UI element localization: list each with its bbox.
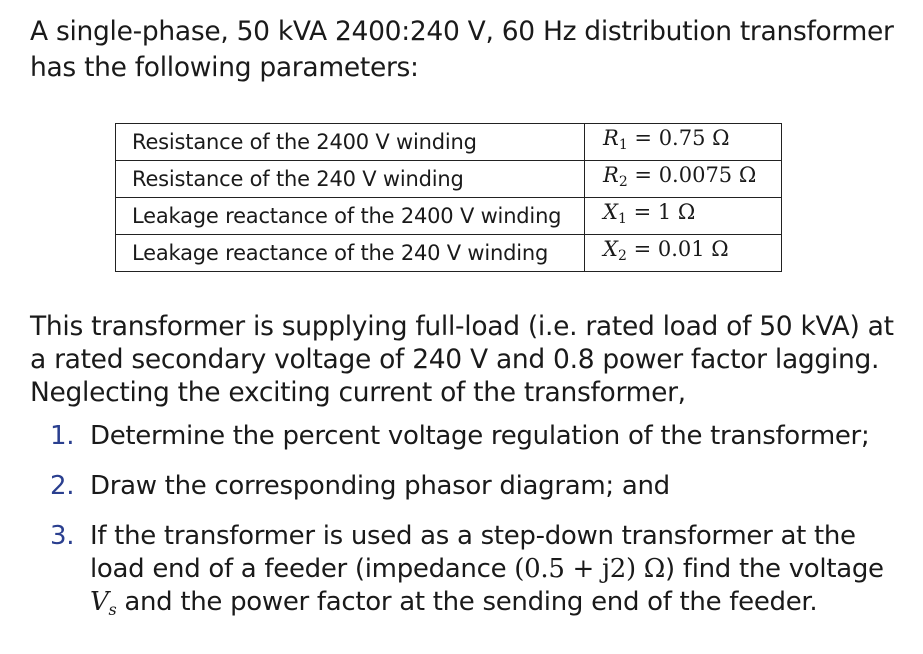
intro-line-2: has the following parameters: xyxy=(30,52,419,83)
item-number: 3. xyxy=(50,521,75,551)
parameter-value: R1 = 0.75 Ω xyxy=(584,123,782,161)
item-number: 2. xyxy=(50,471,75,501)
table-row: Leakage reactance of the 2400 V winding … xyxy=(115,197,782,235)
table-row: Resistance of the 240 V winding R2 = 0.0… xyxy=(115,160,782,198)
parameter-value: X1 = 1 Ω xyxy=(584,197,782,235)
item-text-end: and the power factor at the sending end … xyxy=(116,587,818,617)
list-item: 3. If the transformer is used as a step-… xyxy=(50,520,890,626)
parameter-description: Resistance of the 240 V winding xyxy=(115,160,585,198)
intro-line-1: A single-phase, 50 kVA 2400:240 V, 60 Hz… xyxy=(30,16,894,47)
problem-intro: A single-phase, 50 kVA 2400:240 V, 60 Hz… xyxy=(30,14,900,86)
list-item: 1. Determine the percent voltage regulat… xyxy=(50,420,890,453)
question-list: 1. Determine the percent voltage regulat… xyxy=(50,420,890,643)
table-row: Resistance of the 2400 V winding R1 = 0.… xyxy=(115,123,782,161)
parameter-value: R2 = 0.0075 Ω xyxy=(584,160,782,198)
parameter-description: Resistance of the 2400 V winding xyxy=(115,123,585,161)
item-text-middle: ) find the voltage xyxy=(665,554,884,584)
parameters-table: Resistance of the 2400 V winding R1 = 0.… xyxy=(115,123,782,272)
item-text: Draw the corresponding phasor diagram; a… xyxy=(90,471,670,501)
list-item: 2. Draw the corresponding phasor diagram… xyxy=(50,470,890,503)
table-row: Leakage reactance of the 240 V winding X… xyxy=(115,234,782,272)
item-number: 1. xyxy=(50,421,75,451)
feeder-impedance: (0.5 + j2) Ω xyxy=(514,554,666,584)
sending-voltage-symbol: Vs xyxy=(90,587,117,619)
item-text: If the transformer is used as a step-dow… xyxy=(90,521,856,584)
parameter-description: Leakage reactance of the 240 V winding xyxy=(115,234,585,272)
parameter-value: X2 = 0.01 Ω xyxy=(584,234,782,272)
problem-paragraph: This transformer is supplying full-load … xyxy=(30,310,894,408)
item-text: Determine the percent voltage regulation… xyxy=(90,421,870,451)
parameter-description: Leakage reactance of the 2400 V winding xyxy=(115,197,585,235)
